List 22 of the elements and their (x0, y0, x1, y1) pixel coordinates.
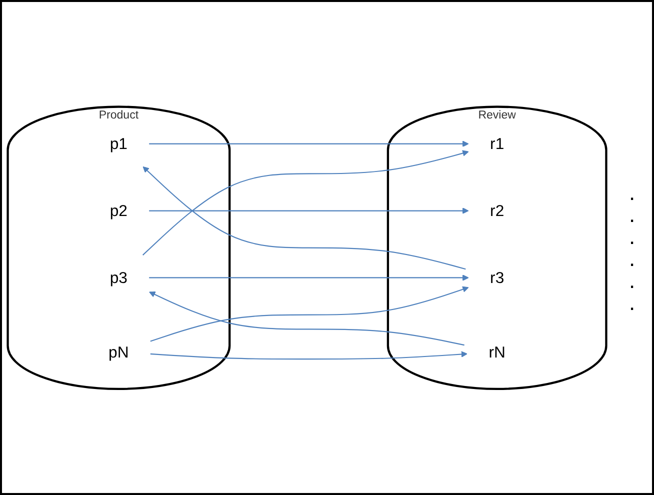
ellipsis-dot: . (628, 226, 636, 248)
node-text: r1 (490, 134, 504, 152)
arrow (149, 291, 464, 346)
arrow (149, 274, 469, 281)
arrow (150, 350, 468, 360)
node-text: p3 (110, 268, 128, 286)
node-text: pN (108, 342, 129, 361)
ellipsis-dot: . (628, 248, 636, 270)
node-text: rN (488, 342, 506, 361)
arrow (149, 140, 469, 147)
arrow (142, 166, 466, 270)
node-text: p2 (110, 201, 128, 220)
arrow (142, 150, 469, 256)
arrow (150, 286, 469, 342)
node-text: r2 (490, 201, 504, 220)
node-text: p1 (110, 134, 128, 152)
ellipsis-dot: . (628, 182, 636, 204)
ellipsis-dot: . (628, 270, 636, 292)
node-text: r3 (490, 268, 504, 286)
arrow (149, 207, 469, 214)
ellipsis-dot: . (628, 292, 636, 314)
ellipsis-dot: . (628, 204, 636, 226)
